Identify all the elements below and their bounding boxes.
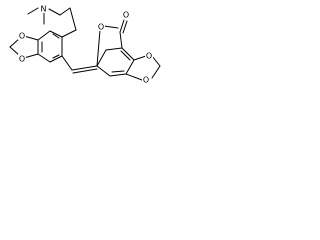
left-dioxole-bottom-oxygen: O [18, 54, 26, 64]
bond-ring-ch [61, 55, 73, 71]
bonds [9, 7, 161, 81]
bond-lact-2 [105, 47, 123, 51]
bond-carbonyl-2 [122, 20, 128, 34]
bond-lact-3 [119, 31, 123, 49]
bond-carbonyl-1 [119, 19, 125, 33]
bond-n-ch2 [48, 8, 61, 16]
bond-lring-1 [61, 29, 77, 38]
bond-ch2-ch2 [59, 7, 71, 16]
nitrogen-label: N [41, 5, 47, 14]
bond-lring-5 [37, 53, 51, 63]
bond-rring-1 [96, 65, 111, 77]
bond-rdiox-4 [151, 65, 161, 79]
bond-lring-dbl-3 [52, 33, 60, 39]
bond-lact-1 [96, 49, 107, 67]
bond-lring-dbl-2 [52, 54, 60, 59]
bond-ldiox-4 [23, 53, 39, 59]
nitrogen-atom: N [39, 4, 48, 14]
bond-rring-3 [125, 59, 135, 75]
bond-exo-double-2 [72, 68, 98, 74]
bond-lact-5 [96, 29, 101, 67]
right-dioxole-bottom-oxygen-label: O [143, 76, 149, 85]
right-dioxole-top-oxygen-label: O [146, 52, 152, 61]
bond-ch2-ring [69, 7, 77, 31]
bond-exo-double-1 [71, 65, 98, 71]
right-dioxole-top-oxygen: O [145, 51, 153, 61]
lactone-ring-oxygen: O [97, 22, 105, 32]
atom-labels: N O O O O O O [18, 4, 153, 85]
bond-nme-left [27, 7, 39, 15]
right-dioxole-bottom-oxygen: O [142, 75, 150, 85]
lactone-ring-oxygen-label: O [98, 23, 104, 32]
carbonyl-oxygen-label: O [123, 11, 129, 20]
chemical-structure-diagram: N O O O O O O [9, 4, 161, 85]
bond-rdiox-3 [151, 55, 161, 67]
carbonyl-oxygen: O [122, 10, 130, 20]
bond-ldiox-1 [23, 35, 39, 41]
bond-rring-2 [109, 73, 127, 77]
bond-lring-3 [37, 30, 51, 41]
bond-lring-6 [49, 55, 63, 63]
bond-lring-2 [49, 30, 63, 38]
bond-lact-4 [103, 25, 119, 29]
bond-rring-dbl-1 [111, 70, 125, 73]
bond-rdiox-2 [125, 73, 143, 81]
left-dioxole-top-oxygen-label: O [19, 32, 25, 41]
bond-rring-dbl-2 [120, 50, 131, 61]
left-dioxole-top-oxygen: O [18, 31, 26, 41]
bond-rdiox-1 [133, 55, 147, 61]
left-dioxole-bottom-oxygen-label: O [19, 55, 25, 64]
bond-rring-4 [121, 47, 135, 61]
